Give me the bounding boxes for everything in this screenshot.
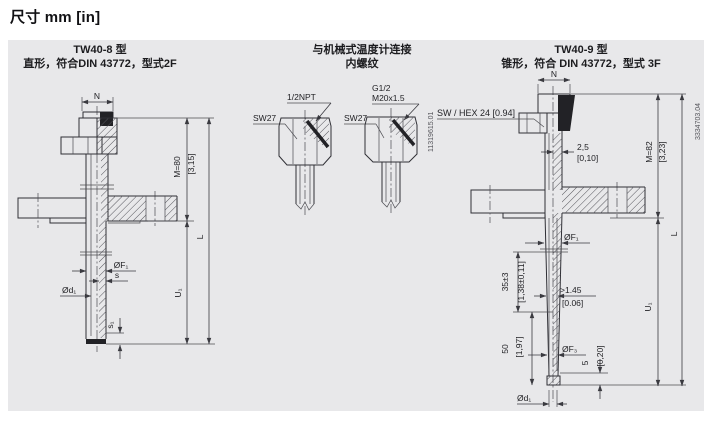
middle-fittings: 1/2NPT SW27 G1/2 M20x1.5 SW27 bbox=[253, 83, 435, 216]
left-dim-m-inch: [3,15] bbox=[186, 153, 196, 174]
right-dim-50-inch: [1,97] bbox=[514, 336, 524, 357]
right-dim-n: N bbox=[551, 69, 557, 79]
header-tw40-9: TW40-9 型 锥形，符合 DIN 43772，型式 3F bbox=[478, 43, 684, 71]
header-connection-line1: 与机械式温度计连接 bbox=[312, 44, 412, 56]
right-dim-l: L bbox=[669, 231, 679, 236]
header-connection: 与机械式温度计连接 内螺纹 bbox=[262, 43, 462, 71]
right-dim-35: 35±3 bbox=[500, 272, 510, 291]
right-dim-taper-inch: [0.06] bbox=[562, 298, 583, 308]
left-tube-tip bbox=[86, 339, 106, 344]
fitting-npt-wrench-label: SW27 bbox=[253, 113, 276, 123]
left-dimensions: N M=80 [3,15] U₁ L ØF₁ s Ød₁ bbox=[60, 91, 215, 359]
right-dim-50: 50 bbox=[500, 344, 510, 354]
fitting-g12-thread-section bbox=[391, 118, 416, 147]
left-dim-s1: s₁ bbox=[105, 321, 115, 328]
fitting-g12-thread-label1: G1/2 bbox=[372, 83, 391, 93]
left-dim-u1: U₁ bbox=[173, 288, 183, 297]
header-connection-line2: 内螺纹 bbox=[345, 58, 379, 70]
header-tw40-8-line1: TW40-8 型 bbox=[73, 44, 127, 56]
right-drawing-tw40-9: N SW / HEX 24 [0.94] 2,5 [0,10] bbox=[437, 69, 702, 407]
fitting-g12-hex bbox=[364, 116, 418, 163]
fitting-npt-break-line bbox=[295, 201, 315, 211]
fitting-npt-thread-label: 1/2NPT bbox=[287, 92, 316, 102]
dimensions-panel bbox=[8, 40, 704, 411]
left-dim-f1: ØF₁ bbox=[114, 260, 129, 270]
right-dim-wall-inch: [0,10] bbox=[577, 153, 598, 163]
right-dim-m: M=82 bbox=[644, 141, 654, 163]
left-dim-m: M=80 bbox=[172, 156, 182, 178]
right-dim-35-inch: [1,38±0,11] bbox=[516, 261, 526, 303]
page-title: 尺寸 mm [in] bbox=[10, 9, 101, 26]
right-tube-break-marks bbox=[540, 248, 568, 253]
right-dim-u1: U₁ bbox=[643, 302, 653, 311]
right-dim-taper: >1.45 bbox=[560, 285, 582, 295]
left-drawing-tw40-8: N M=80 [3,15] U₁ L ØF₁ s Ød₁ bbox=[17, 91, 215, 359]
right-hex-label: SW / HEX 24 [0.94] bbox=[437, 108, 515, 118]
right-dim-m-inch: [3,23] bbox=[657, 141, 667, 162]
fitting-g12-wrench-label: SW27 bbox=[344, 113, 367, 123]
right-hex-nut bbox=[518, 112, 548, 134]
right-weld-collar bbox=[558, 95, 575, 131]
left-dim-s: s bbox=[115, 270, 119, 280]
header-tw40-8: TW40-8 型 直形，符合DIN 43772，型式2F bbox=[2, 43, 198, 71]
right-dim-5: 5 bbox=[580, 360, 590, 365]
fitting-npt-hex bbox=[278, 117, 332, 166]
header-tw40-9-line2: 锥形，符合 DIN 43772，型式 3F bbox=[501, 58, 661, 70]
right-dimensions: M=82 [3,23] U₁ L ØF₁ 35±3 [1,38±0,11] >1… bbox=[500, 93, 685, 407]
header-tw40-8-line2: 直形，符合DIN 43772，型式2F bbox=[23, 58, 177, 70]
left-dim-n: N bbox=[94, 91, 100, 101]
left-dim-l: L bbox=[195, 234, 205, 239]
fitting-npt-thread-section bbox=[305, 119, 330, 149]
left-flange bbox=[17, 191, 178, 228]
right-dim-f3: ØF₃ bbox=[562, 344, 577, 354]
fitting-g12: G1/2 M20x1.5 SW27 bbox=[344, 83, 420, 214]
right-dim-5-inch: [0,20] bbox=[595, 345, 605, 366]
fitting-g12-thread-label2: M20x1.5 bbox=[372, 93, 405, 103]
left-dim-d1: Ød₁ bbox=[62, 285, 76, 295]
left-hex-nut bbox=[60, 136, 103, 155]
right-dim-d1: Ød₁ bbox=[517, 393, 531, 403]
fitting-g12-break-line bbox=[381, 199, 401, 209]
fitting-npt: 1/2NPT SW27 bbox=[253, 92, 332, 216]
middle-doc-number: 11319615.01 bbox=[428, 112, 435, 152]
right-dim-f1: ØF₁ bbox=[564, 232, 579, 242]
right-doc-number: 3334703.04 bbox=[695, 103, 702, 140]
right-dim-wall: 2,5 bbox=[577, 142, 589, 152]
left-tube-break-marks bbox=[80, 184, 114, 256]
header-tw40-9-line1: TW40-9 型 bbox=[554, 44, 608, 56]
right-flange bbox=[470, 182, 646, 223]
right-tube-tip bbox=[546, 375, 561, 386]
